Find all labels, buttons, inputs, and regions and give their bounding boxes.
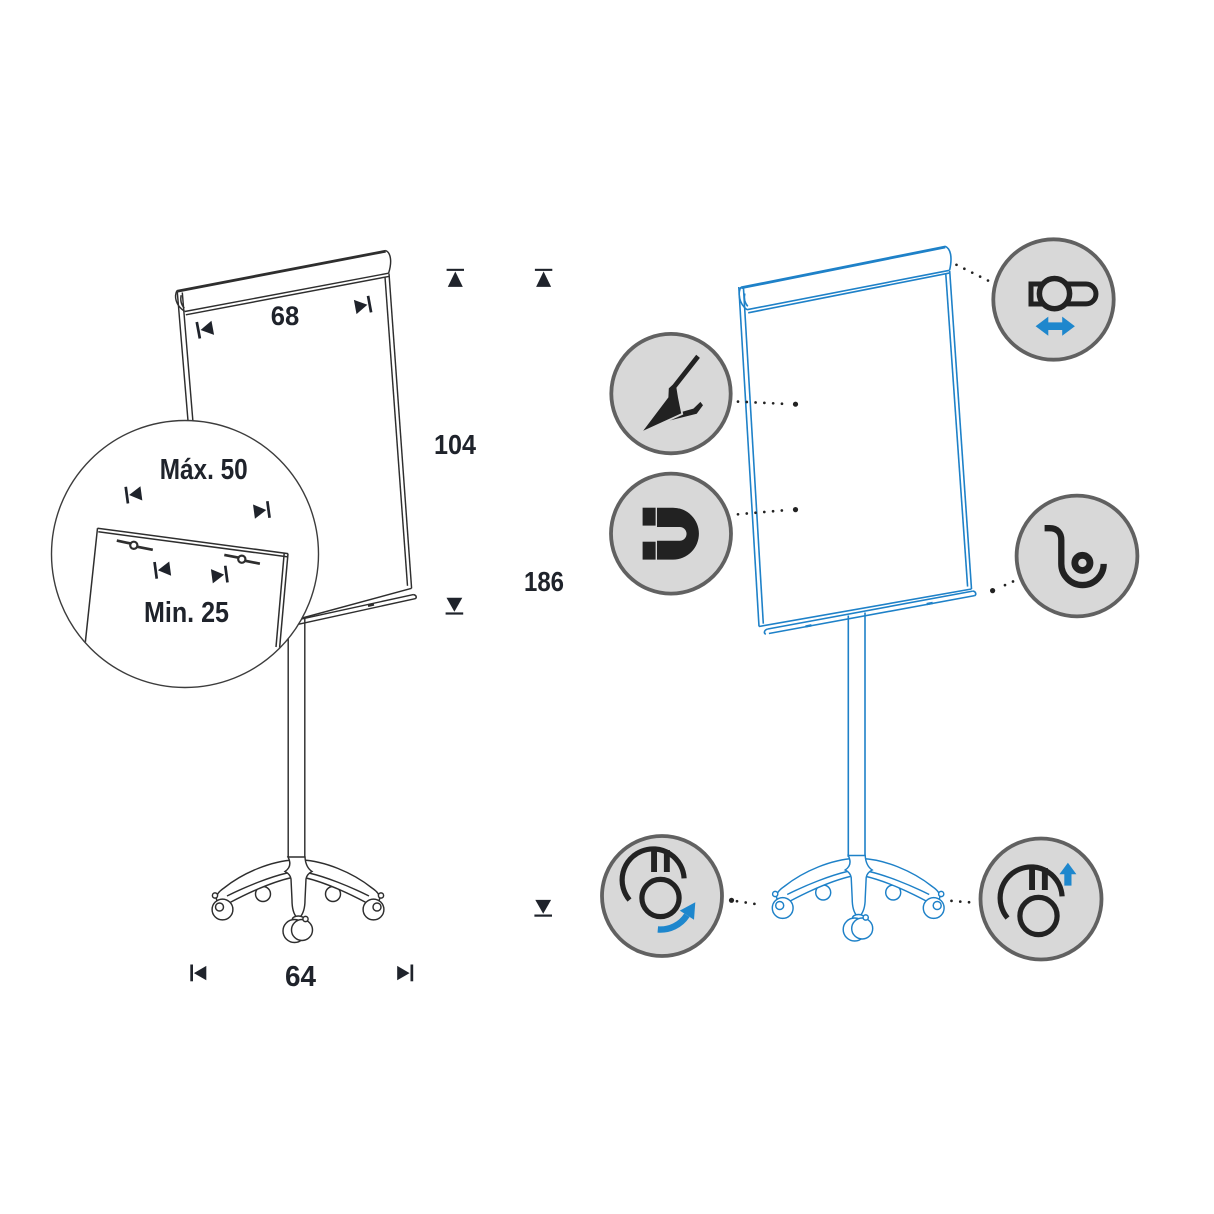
svg-text:64: 64	[285, 961, 316, 993]
svg-text:Máx. 50: Máx. 50	[160, 454, 248, 486]
svg-text:68: 68	[271, 301, 300, 331]
svg-text:104: 104	[434, 429, 476, 460]
svg-text:Min. 25: Min. 25	[144, 597, 229, 629]
svg-text:186: 186	[524, 566, 564, 597]
